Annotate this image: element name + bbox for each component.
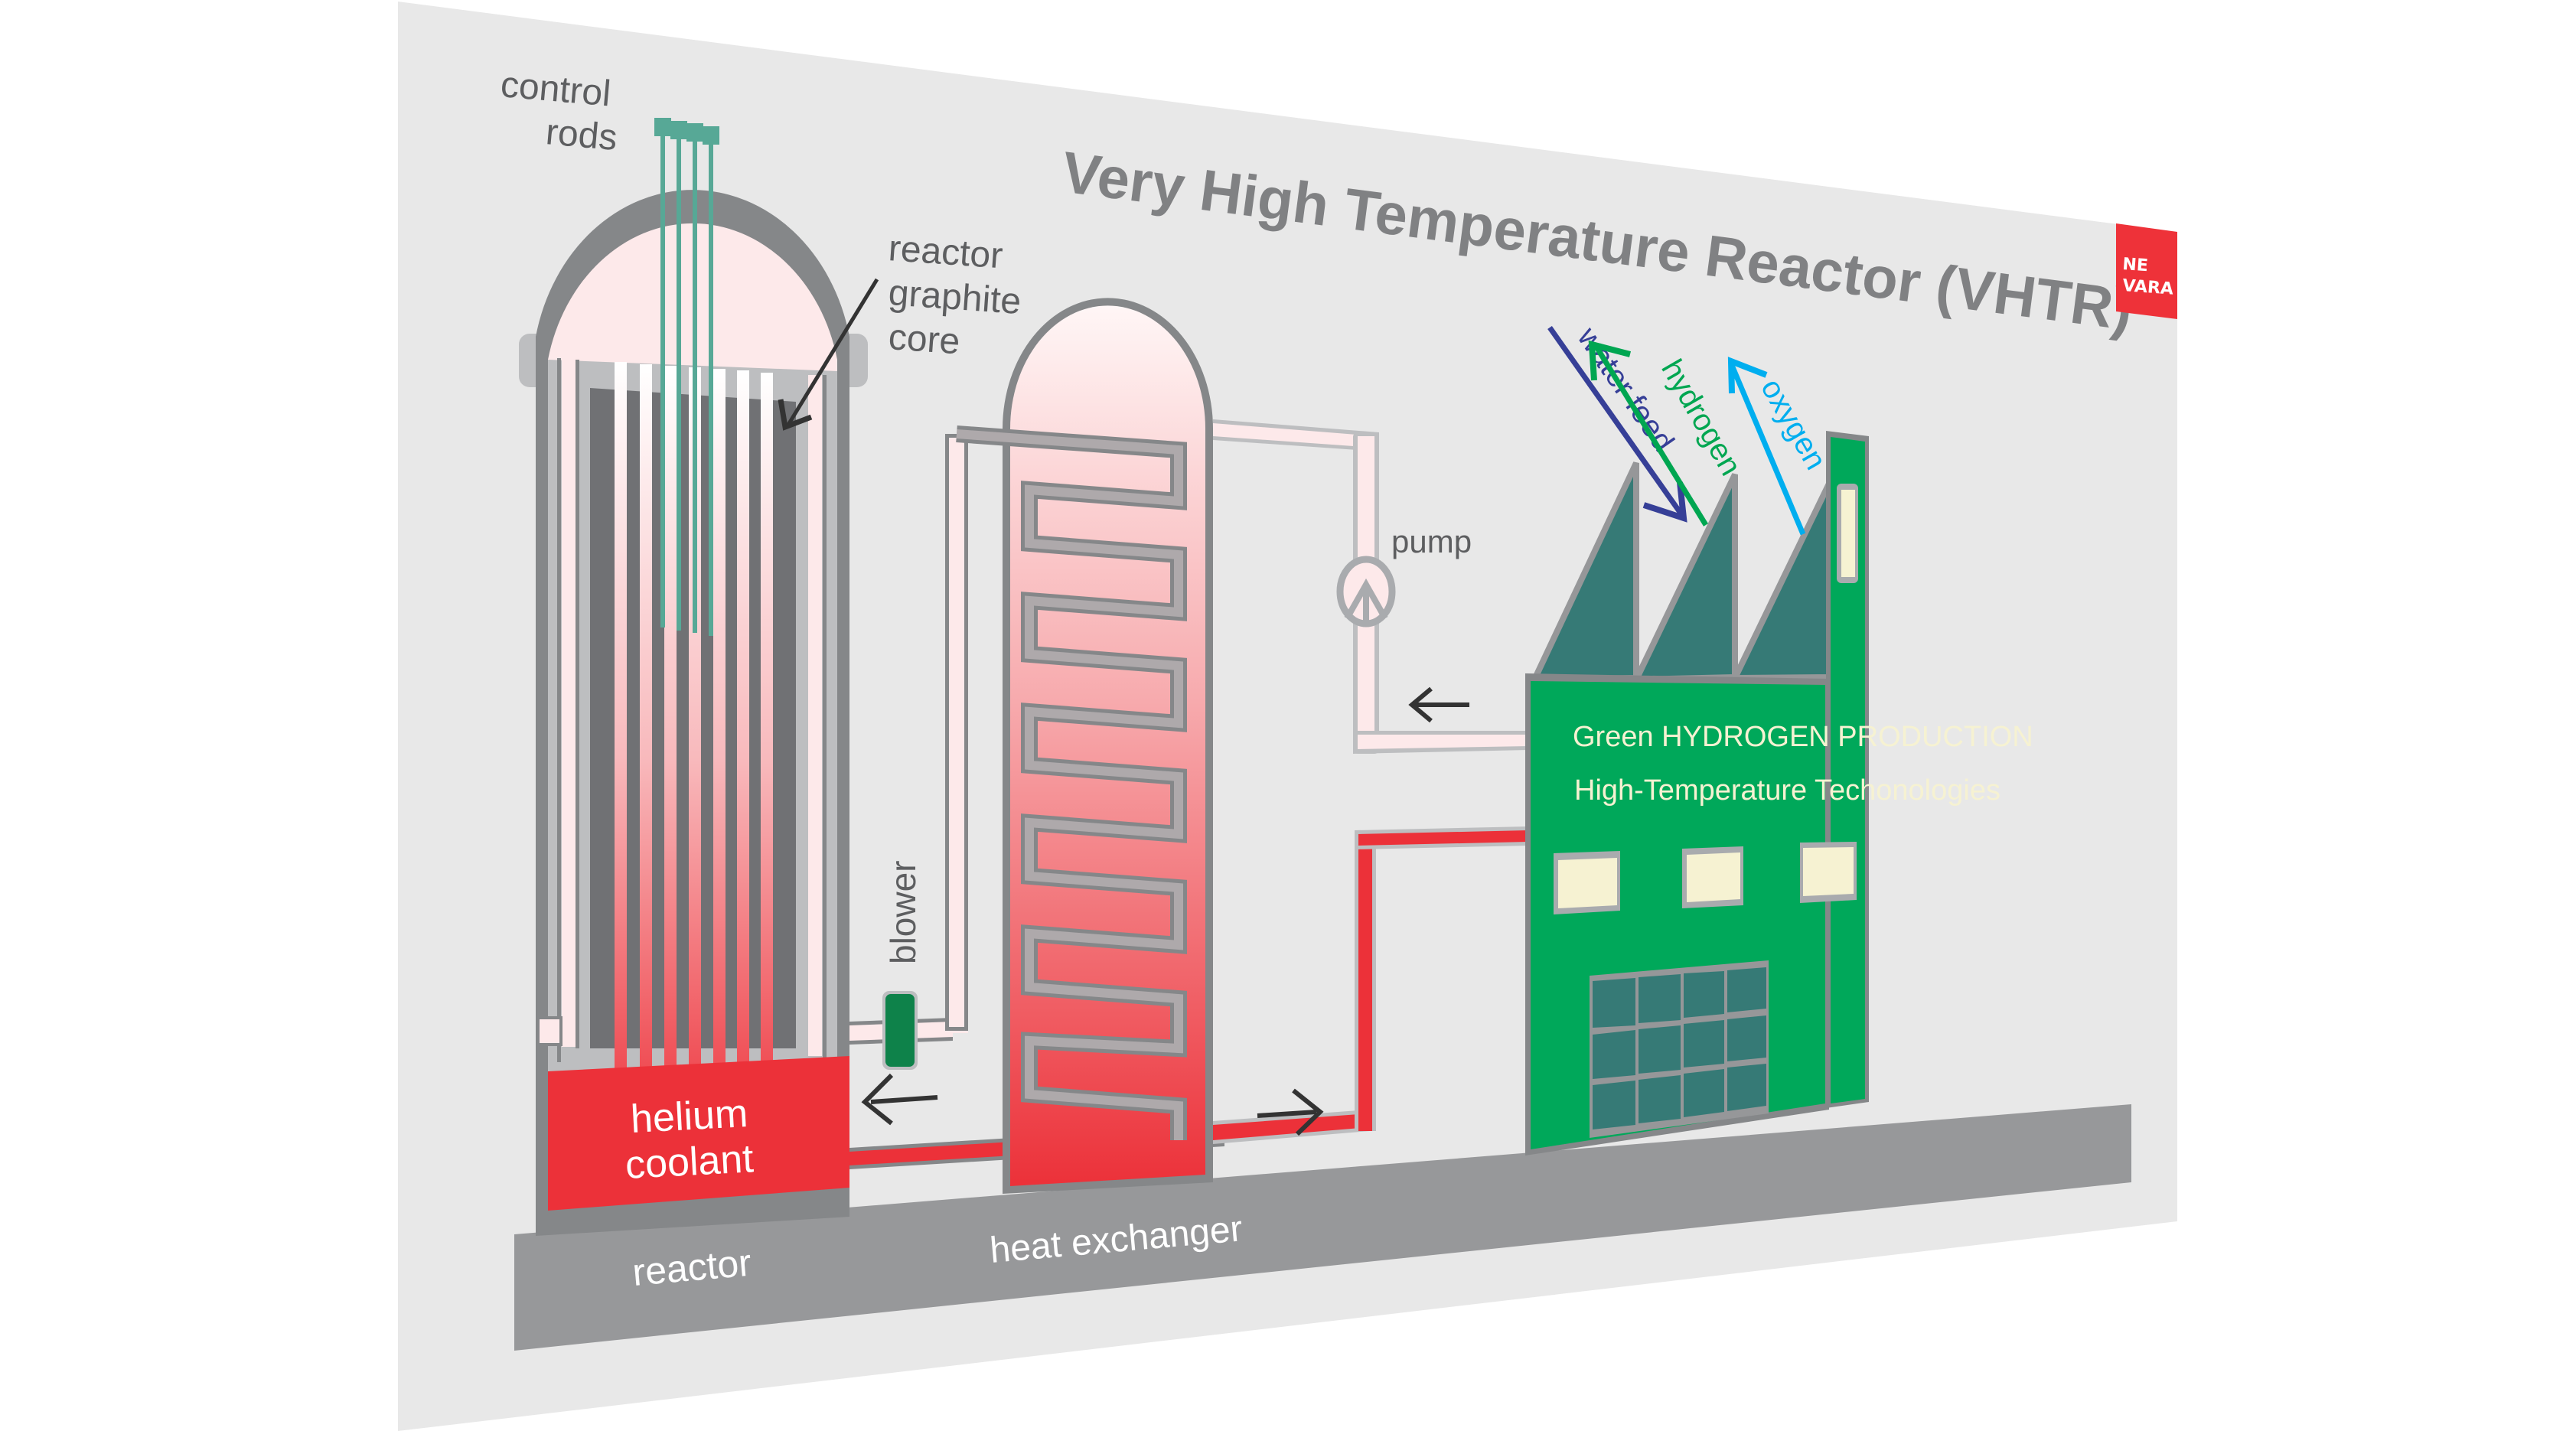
- plant-title-label: Green HYDROGEN PRODUCTION: [1573, 721, 2033, 753]
- flow-arrow-left-icon: [861, 1073, 938, 1126]
- helium-coolant-plenum: [548, 1056, 849, 1211]
- graphite-core-label: core: [887, 317, 961, 362]
- oxygen-arrow-icon: [1727, 357, 1806, 536]
- window: [1682, 846, 1743, 908]
- cool-return-pipe: [849, 434, 968, 1045]
- graphite-core-pointer-arrow: [778, 278, 879, 431]
- garage-door: [1590, 960, 1769, 1138]
- pump-label: pump: [1391, 523, 1472, 559]
- control-rod-head: [686, 123, 703, 142]
- control-rods: [654, 118, 719, 636]
- hydrogen-arrow-icon: [1588, 340, 1708, 526]
- svg-text:NE: NE: [2122, 255, 2149, 275]
- hydrogen-plant: [1525, 431, 1869, 1156]
- control-rods-label: rods: [544, 112, 619, 158]
- flow-arrow-left-icon: [1408, 686, 1469, 723]
- reactor-vessel: [519, 190, 868, 1236]
- blower: [882, 991, 918, 1070]
- flow-arrow-right-icon: [1257, 1088, 1324, 1136]
- ground-base: [514, 1104, 2131, 1351]
- control-rod-head: [654, 118, 671, 136]
- control-rods-label: control: [499, 64, 612, 114]
- heat-exchanger-coil: [956, 425, 1187, 1140]
- heat-exchanger: [956, 298, 1213, 1194]
- plant-subtitle-label: High-Temperature Techonologies: [1574, 774, 2000, 807]
- blower-label: blower: [883, 860, 923, 964]
- coolant-channels: [615, 362, 773, 1081]
- window: [1800, 842, 1857, 903]
- helium-coolant-label: helium: [630, 1091, 749, 1142]
- water-feed-arrow-icon: [1547, 325, 1687, 523]
- nevara-logo: NE VARA: [2116, 223, 2177, 319]
- reactor-label: reactor: [631, 1241, 753, 1294]
- svg-text:VARA: VARA: [2122, 276, 2174, 299]
- control-rod-head: [670, 121, 687, 139]
- pump-icon: [1336, 556, 1396, 627]
- graphite-core-label: reactor: [887, 228, 1004, 276]
- control-rod-head: [703, 126, 719, 145]
- helium-coolant-label: coolant: [624, 1136, 755, 1188]
- window: [1554, 851, 1620, 914]
- graphite-core-label: graphite: [887, 272, 1022, 322]
